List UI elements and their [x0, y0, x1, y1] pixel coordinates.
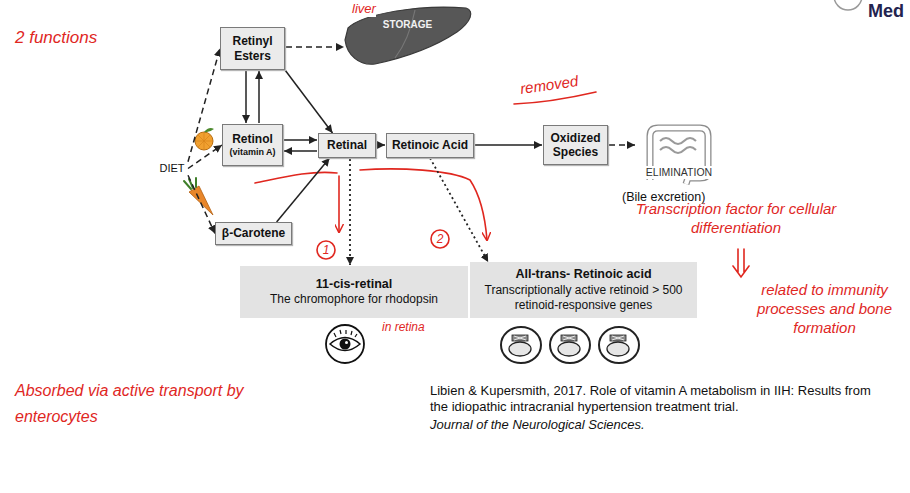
callout-circle [317, 241, 335, 259]
gene-cross [514, 336, 526, 340]
callout-number: 1 [317, 242, 335, 258]
gene-mark [512, 335, 528, 341]
callout-number: 2 [431, 231, 449, 247]
process-box: Retinyl Esters [220, 27, 285, 70]
dotted-arrow [349, 159, 351, 265]
dashed-arrow [188, 145, 222, 169]
node-title: Retinyl Esters [225, 34, 280, 63]
cell-membrane [550, 327, 590, 363]
flow-arrow [245, 71, 247, 123]
annotation-strokes [255, 92, 749, 277]
gene-cross [612, 336, 624, 340]
handwritten-note: related to immunity processes and bone f… [752, 281, 897, 337]
handwritten-note: liver [352, 1, 376, 17]
handwritten-note: 2 functions [15, 27, 97, 48]
node-text: (vitamin A) [229, 147, 275, 158]
eye-lid [330, 338, 360, 351]
eye-iris [340, 339, 351, 350]
cell-icon [599, 327, 639, 363]
eye-ring [326, 325, 364, 363]
handwritten-note: in retina [382, 320, 425, 335]
gene-mark [561, 335, 577, 341]
process-box: Oxidized Species [543, 125, 608, 165]
flow-arrow [277, 158, 330, 222]
eye-glint [345, 341, 348, 344]
node-title: STORAGE [383, 19, 432, 31]
callout-circle [431, 230, 449, 248]
process-box: Retinol(vitamin A) [222, 124, 283, 166]
citation-text: Libien & Kupersmith, 2017. Role of vitam… [430, 383, 888, 416]
annotation-arrow [360, 169, 487, 240]
small-intestine [660, 138, 696, 153]
cell-nucleus [509, 342, 531, 356]
handwritten-note: removed [519, 72, 579, 99]
connector-group [188, 47, 635, 265]
flow-arrow [475, 144, 542, 146]
eye-icon [326, 325, 364, 363]
dashed-arrow [609, 144, 635, 146]
flow-arrow [284, 139, 317, 141]
orange-fruit [195, 132, 213, 150]
node-title: All-trans- Retinoic acid [515, 266, 651, 282]
node-title: Retinol [232, 132, 273, 146]
node-text: Transcriptionally active retinoid > 500 … [478, 283, 689, 314]
liver-lobe-line [395, 10, 415, 58]
logo-text: Med [868, 0, 904, 23]
node-text: The chromophore for rhodopsin [270, 292, 438, 308]
annotation-double-arrow [733, 249, 749, 277]
cell-icon [501, 327, 541, 363]
node-title: Retinal [327, 138, 367, 152]
gene-mark [610, 335, 626, 341]
annotation-arrow [338, 176, 340, 232]
source-node: DIET [156, 160, 188, 177]
process-box: β-Carotene [215, 222, 292, 245]
cell-nucleus [558, 342, 580, 356]
carrot-root [189, 186, 213, 215]
cell-icon [550, 327, 590, 363]
flow-arrow [284, 150, 317, 152]
orange-segments [195, 132, 213, 150]
node-title: Oxidized Species [548, 131, 603, 160]
process-box: Retinoic Acid [386, 133, 474, 158]
node-title: β-Carotene [222, 226, 285, 240]
dashed-arrow [286, 46, 344, 48]
cell-icons [501, 327, 639, 363]
dashed-arrow [188, 175, 215, 233]
cell-membrane [501, 327, 541, 363]
gene-cross [563, 336, 575, 340]
orange-icon [195, 128, 214, 150]
node-title: DIET [159, 162, 184, 175]
dashed-arrow [188, 49, 220, 162]
flow-arrow [258, 71, 260, 123]
handwritten-note: Absorbed via active transport by enteroc… [15, 378, 250, 429]
eye-lashes [334, 330, 357, 337]
cell-nucleus [607, 342, 629, 356]
intestine-organ: ELIMINATION [636, 122, 722, 184]
node-title: 11-cis-retinal [316, 276, 392, 292]
citation-journal: Journal of the Neurological Sciences. [430, 417, 645, 433]
node-title: ELIMINATION [644, 166, 714, 179]
logo-mark [834, 0, 862, 10]
dotted-arrow [430, 158, 488, 262]
annotation-curve [255, 172, 337, 183]
cell-membrane [599, 327, 639, 363]
handwritten-note: Transcription factor for cellular differ… [596, 200, 876, 238]
node-title: Retinoic Acid [392, 138, 468, 152]
flow-arrow [377, 144, 385, 146]
orange-leaf [204, 128, 214, 132]
flow-arrow [285, 70, 333, 133]
process-box: Retinal [318, 133, 376, 158]
info-box: 11-cis-retinalThe chromophore for rhodop… [240, 266, 468, 318]
info-box: All-trans- Retinoic acidTranscriptionall… [470, 262, 697, 318]
